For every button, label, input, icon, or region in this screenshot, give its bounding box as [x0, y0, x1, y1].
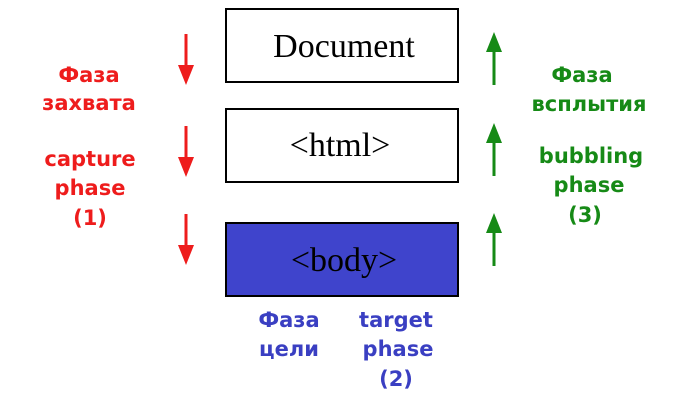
target-number: (2): [379, 367, 413, 391]
up-arrow-icon: [486, 123, 502, 176]
capture-ru-line2: захвата: [42, 91, 136, 115]
capture-en-line1: capture: [44, 147, 135, 171]
down-arrow-icon: [178, 214, 194, 265]
node-html-label: <html>: [290, 127, 391, 164]
bubbling-ru-line2: всплытия: [532, 92, 647, 116]
bubbling-number: (3): [568, 203, 602, 227]
node-document: Document: [225, 8, 459, 83]
bubbling-en-line1: bubbling: [539, 144, 643, 168]
bubbling-en-line2: phase: [554, 173, 625, 197]
node-body: <body>: [225, 222, 459, 297]
target-en-line1: target: [359, 308, 433, 332]
up-arrow-icon: [486, 32, 502, 85]
target-en-line2: phase: [363, 337, 434, 361]
node-document-label: Document: [273, 28, 415, 65]
target-ru-line2: цели: [259, 337, 319, 361]
capture-number: (1): [73, 206, 107, 230]
node-body-box: [225, 222, 459, 297]
node-html-box: [225, 108, 459, 183]
capture-arrows: [178, 34, 194, 265]
up-arrow-icon: [486, 213, 502, 266]
capture-caption: Фаза захвата capture phase (1): [42, 63, 136, 230]
down-arrow-icon: [178, 126, 194, 177]
bubbling-ru-line1: Фаза: [551, 63, 612, 87]
node-document-box: [225, 8, 459, 83]
down-arrow-icon: [178, 34, 194, 85]
node-html: <html>: [225, 108, 459, 183]
bubbling-arrows: [486, 32, 502, 266]
target-ru-line1: Фаза: [258, 308, 319, 332]
capture-en-line2: phase: [55, 176, 126, 200]
node-body-label: <body>: [291, 242, 397, 279]
bubbling-caption: Фаза всплытия bubbling phase (3): [532, 63, 647, 227]
capture-ru-line1: Фаза: [58, 63, 119, 87]
target-caption: Фаза цели target phase (2): [258, 308, 433, 391]
